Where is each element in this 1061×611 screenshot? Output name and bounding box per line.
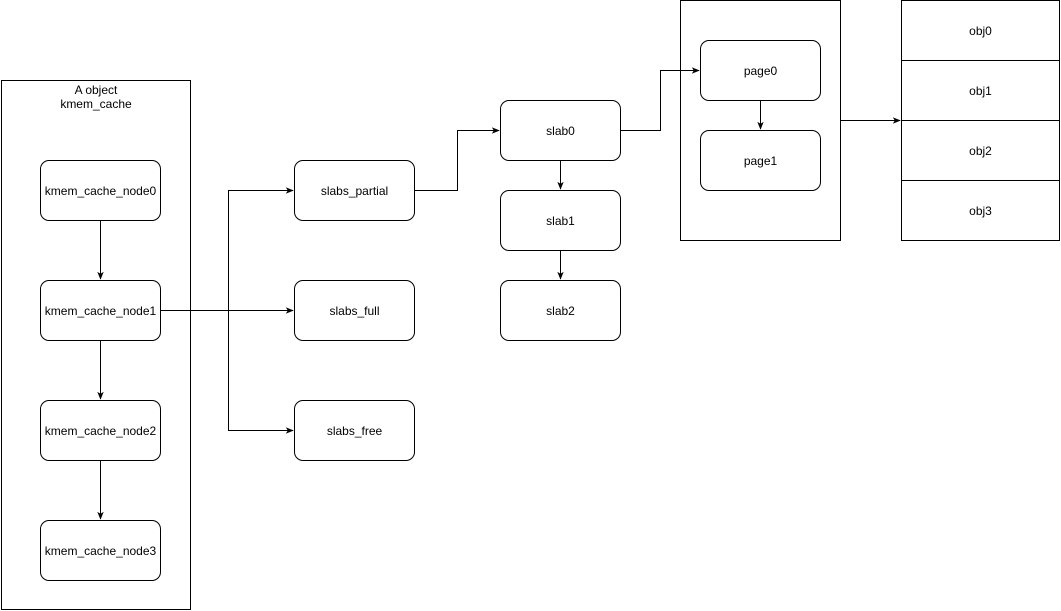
slabs-partial-label: slabs_partial	[320, 183, 389, 198]
edge-node1-free	[228, 310, 294, 434]
kmem-cache-title-line2: kmem_cache	[60, 97, 132, 111]
kmem-cache-node0[interactable]: kmem_cache_node0	[40, 160, 161, 221]
kmem-cache-title-line1: A object	[74, 83, 118, 97]
obj3-label: obj3	[969, 203, 992, 218]
kmem-cache-node2[interactable]: kmem_cache_node2	[40, 400, 161, 461]
kmem-cache-node3-label: kmem_cache_node3	[44, 543, 157, 558]
edge-node1-partial	[228, 187, 294, 311]
slab2-label: slab2	[546, 303, 575, 318]
slab1-box[interactable]: slab1	[500, 190, 621, 251]
obj1-label: obj1	[969, 83, 992, 98]
page1-label: page1	[743, 153, 778, 168]
slab0-box[interactable]: slab0	[500, 100, 621, 161]
slab0-label: slab0	[546, 123, 575, 138]
kmem-cache-node3[interactable]: kmem_cache_node3	[40, 520, 161, 581]
kmem-cache-node0-label: kmem_cache_node0	[44, 183, 157, 198]
page0-label: page0	[743, 63, 778, 78]
edge-partial-slab0	[415, 127, 500, 191]
slabs-partial-box[interactable]: slabs_partial	[294, 160, 415, 221]
obj0-cell[interactable]: obj0	[901, 0, 1060, 61]
page0-box[interactable]: page0	[700, 40, 821, 101]
obj1-cell[interactable]: obj1	[901, 60, 1060, 121]
kmem-cache-node2-label: kmem_cache_node2	[44, 423, 157, 438]
slabs-free-box[interactable]: slabs_free	[294, 400, 415, 461]
obj3-cell[interactable]: obj3	[901, 180, 1060, 241]
obj2-label: obj2	[969, 143, 992, 158]
kmem-cache-node1-label: kmem_cache_node1	[44, 303, 157, 318]
obj0-label: obj0	[969, 23, 992, 38]
slab2-box[interactable]: slab2	[500, 280, 621, 341]
kmem-cache-node1[interactable]: kmem_cache_node1	[40, 280, 161, 341]
slabs-free-label: slabs_free	[326, 423, 383, 438]
obj2-cell[interactable]: obj2	[901, 120, 1060, 181]
slabs-full-box[interactable]: slabs_full	[294, 280, 415, 341]
slabs-full-label: slabs_full	[329, 303, 380, 318]
page-container	[680, 0, 841, 241]
page1-box[interactable]: page1	[700, 130, 821, 191]
kmem-cache-title: A object kmem_cache	[2, 83, 190, 111]
slab1-label: slab1	[546, 213, 575, 228]
